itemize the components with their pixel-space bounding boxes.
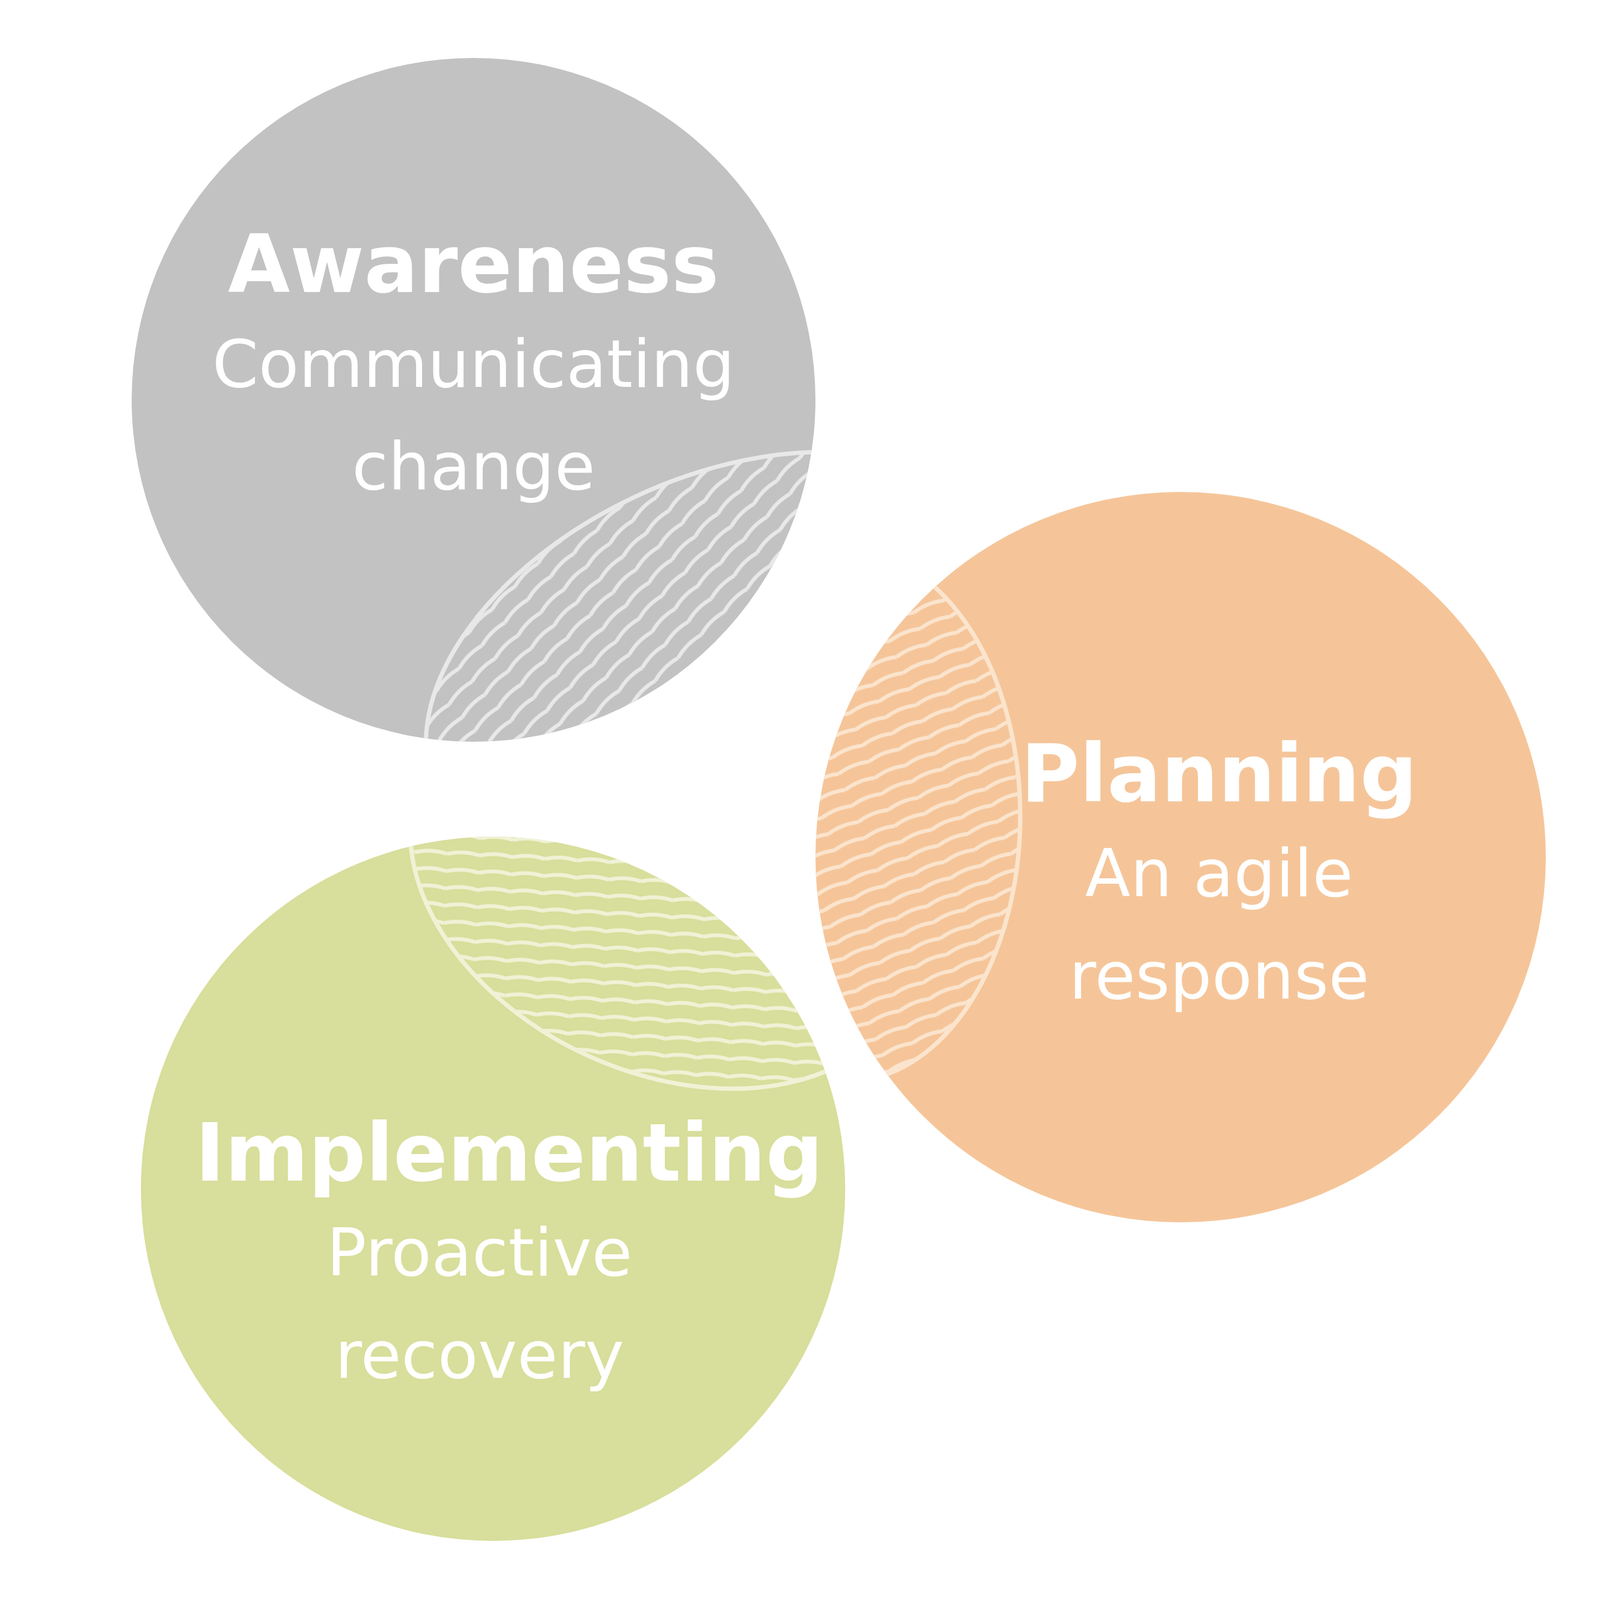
- node-heading: Implementing: [195, 1105, 764, 1202]
- circle-node: AwarenessCommunicating change: [131, 57, 816, 742]
- circle-fill: [131, 57, 816, 742]
- node-body: An agile response: [996, 822, 1442, 1028]
- circle-node: ImplementingProactive recovery: [140, 836, 846, 1541]
- text-block: PlanningAn agile response: [996, 726, 1442, 1028]
- node-body: Communicating change: [162, 313, 786, 518]
- circle-node: PlanningAn agile response: [815, 491, 1546, 1223]
- node-heading: Planning: [996, 726, 1442, 823]
- text-block: AwarenessCommunicating change: [162, 216, 786, 518]
- circle-fill: [815, 491, 1546, 1223]
- text-block: ImplementingProactive recovery: [195, 1105, 764, 1407]
- node-heading: Awareness: [162, 216, 786, 314]
- node-body: Proactive recovery: [195, 1201, 764, 1407]
- circle-fill: [140, 836, 846, 1541]
